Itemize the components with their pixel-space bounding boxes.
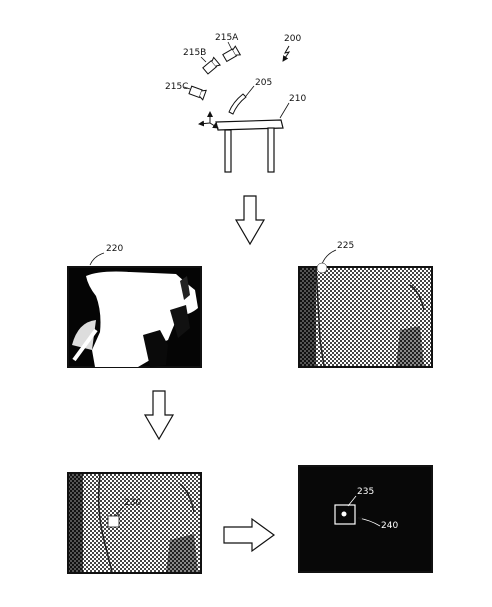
camera-a-icon bbox=[222, 45, 242, 63]
label-image-225: 225 bbox=[337, 241, 354, 251]
label-object: 205 bbox=[255, 78, 272, 88]
image-230-leader bbox=[115, 506, 124, 517]
box-leader bbox=[347, 495, 357, 507]
label-camera-c: 215C bbox=[165, 82, 188, 92]
camera-c-icon bbox=[188, 85, 207, 101]
table-leader bbox=[279, 102, 290, 119]
object-leader bbox=[245, 85, 255, 97]
image-220-leader bbox=[89, 252, 105, 266]
camera-b-leader bbox=[200, 56, 207, 63]
image-230: 230 bbox=[67, 472, 202, 574]
table-shape bbox=[215, 119, 284, 173]
camera-c-leader bbox=[183, 86, 191, 90]
capture-scene: 200 215A 215B 215C 205 210 bbox=[165, 33, 306, 173]
down-arrow-2 bbox=[143, 390, 175, 441]
image-225: 225 bbox=[298, 241, 433, 368]
point-240 bbox=[341, 511, 347, 517]
image-225-leader bbox=[321, 249, 337, 265]
output-image: 235 240 bbox=[298, 465, 433, 573]
system-leader-arrow bbox=[282, 45, 291, 62]
image-230-marker bbox=[107, 515, 120, 528]
label-point: 240 bbox=[381, 521, 398, 531]
camera-a-leader bbox=[227, 41, 233, 51]
label-image-220: 220 bbox=[106, 244, 123, 254]
label-camera-a: 215A bbox=[215, 33, 239, 43]
camera-b-icon bbox=[202, 56, 222, 75]
label-camera-b: 215B bbox=[183, 48, 206, 58]
point-leader bbox=[357, 516, 381, 527]
label-box: 235 bbox=[357, 487, 374, 497]
object-shape bbox=[228, 93, 247, 115]
label-system: 200 bbox=[284, 34, 301, 44]
right-arrow bbox=[223, 517, 276, 553]
label-image-230: 230 bbox=[124, 498, 141, 508]
label-table: 210 bbox=[289, 94, 306, 104]
coordinate-axes-icon bbox=[198, 111, 219, 129]
image-220: 220 bbox=[67, 244, 202, 368]
down-arrow-1 bbox=[234, 195, 266, 246]
bounding-box-235 bbox=[334, 504, 356, 525]
